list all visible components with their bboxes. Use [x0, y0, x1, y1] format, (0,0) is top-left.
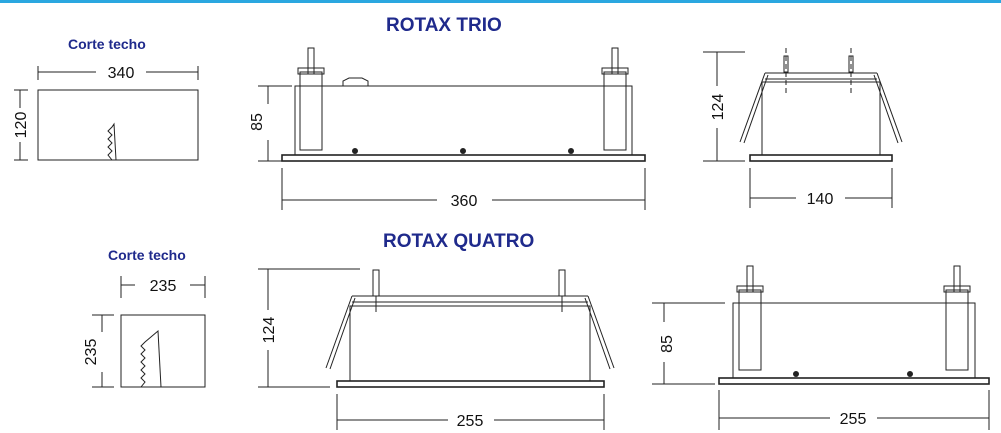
- quatro-end-view: 124 255: [258, 268, 615, 430]
- trio-handle-icon: [342, 77, 369, 86]
- trio-end-width: 140: [807, 191, 834, 208]
- trio-side-view: 85 360: [249, 47, 646, 210]
- quatro-screw-icon: [793, 371, 799, 377]
- trio-cutout-label: Corte techo: [68, 36, 146, 52]
- quatro-left-clamp: [738, 289, 762, 371]
- trio-flange: [281, 154, 646, 162]
- quatro-right-clamp: [945, 289, 969, 371]
- quatro-title: ROTAX QUATRO: [383, 231, 535, 252]
- trio-right-clamp: [603, 71, 627, 151]
- quatro-left-spring: [325, 295, 353, 369]
- quatro-cutout-width: 235: [150, 278, 177, 295]
- trio-side-height: 85: [249, 113, 266, 131]
- trio-end-body: [761, 81, 881, 156]
- quatro-cutout-height: 235: [83, 339, 100, 366]
- quatro-end-height: 124: [261, 317, 278, 344]
- trio-end-flange: [749, 154, 893, 162]
- trio-right-spring: [876, 72, 903, 143]
- trio-screw-icon: [460, 148, 466, 154]
- quatro-side-view: 85 255: [652, 265, 990, 430]
- trio-cutout-rect: [37, 89, 199, 161]
- trio-screw-icon: [568, 148, 574, 154]
- trio-end-view: 124 140: [703, 48, 903, 208]
- quatro-cutout-saw-icon: [140, 329, 162, 388]
- trio-cutout-saw-icon: [107, 122, 117, 161]
- trio-left-spring: [739, 72, 766, 143]
- trio-screw-icon: [352, 148, 358, 154]
- quatro-side-body: [732, 302, 976, 379]
- trio-body: [294, 85, 633, 156]
- quatro-end-width: 255: [457, 413, 484, 430]
- trio-end-height: 124: [710, 94, 727, 121]
- top-accent-bar: [0, 0, 1001, 3]
- quatro-body: [349, 305, 591, 382]
- trio-cutout: 340 120: [13, 65, 199, 161]
- quatro-cutout-rect: [120, 314, 206, 388]
- quatro-side-width: 255: [840, 411, 867, 428]
- quatro-side-flange: [718, 377, 990, 385]
- trio-left-clamp: [299, 71, 323, 151]
- trio-length: 360: [451, 193, 478, 210]
- quatro-right-spring: [587, 295, 615, 369]
- trio-title: ROTAX TRIO: [386, 15, 502, 36]
- quatro-screw-icon: [907, 371, 913, 377]
- quatro-cutout: 235 235: [83, 276, 206, 388]
- trio-cutout-width: 340: [108, 65, 135, 82]
- trio-cutout-height: 120: [13, 112, 30, 139]
- quatro-flange: [336, 380, 605, 388]
- quatro-side-height: 85: [659, 335, 676, 353]
- quatro-cutout-label: Corte techo: [108, 247, 186, 263]
